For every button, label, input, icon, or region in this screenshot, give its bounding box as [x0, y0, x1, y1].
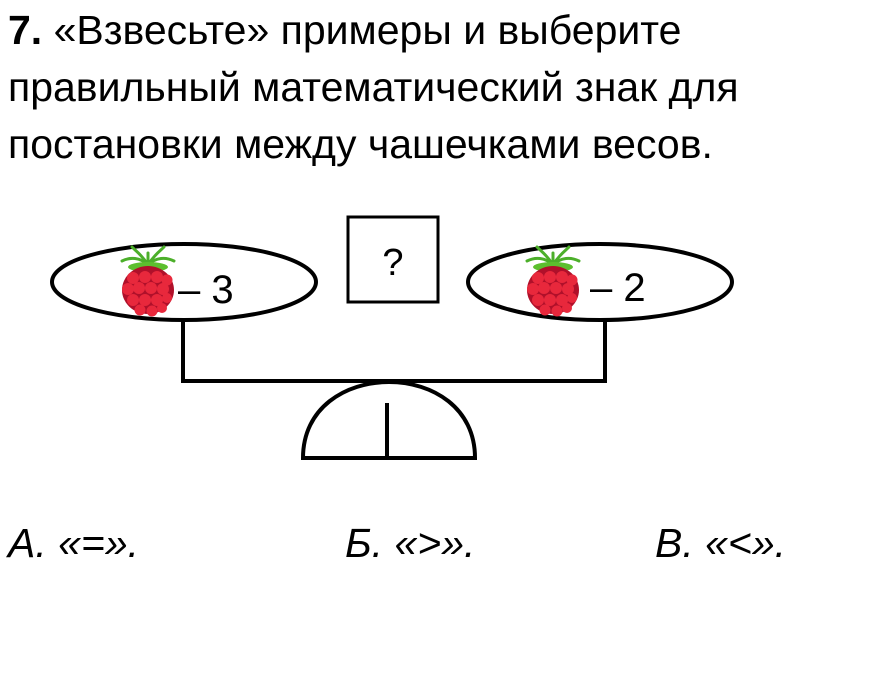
answer-options: А. «=». Б. «>». В. «<».: [0, 520, 896, 580]
answer-option-a[interactable]: А. «=».: [8, 520, 140, 566]
left-pan: – 3: [50, 242, 318, 322]
left-pan-expression: – 3: [178, 268, 234, 312]
scale-beam: [181, 318, 607, 383]
raspberry-icon: [120, 245, 176, 318]
scale-base: [300, 379, 478, 460]
answer-option-c[interactable]: В. «<».: [655, 520, 787, 566]
right-pan-expression: – 2: [590, 266, 646, 310]
unknown-sign: ?: [382, 242, 403, 284]
sign-box: ?: [346, 215, 440, 304]
raspberry-icon: [525, 245, 581, 318]
balance-scale: – 3 – 2 ?: [50, 215, 734, 460]
task-number: 7.: [8, 7, 43, 53]
right-pan: – 2: [466, 242, 734, 322]
task-text: «Взвесьте» примеры и выберите правильный…: [8, 7, 739, 167]
answer-option-b[interactable]: Б. «>».: [345, 520, 476, 566]
task-statement: 7. «Взвесьте» примеры и выберите правиль…: [8, 2, 888, 173]
